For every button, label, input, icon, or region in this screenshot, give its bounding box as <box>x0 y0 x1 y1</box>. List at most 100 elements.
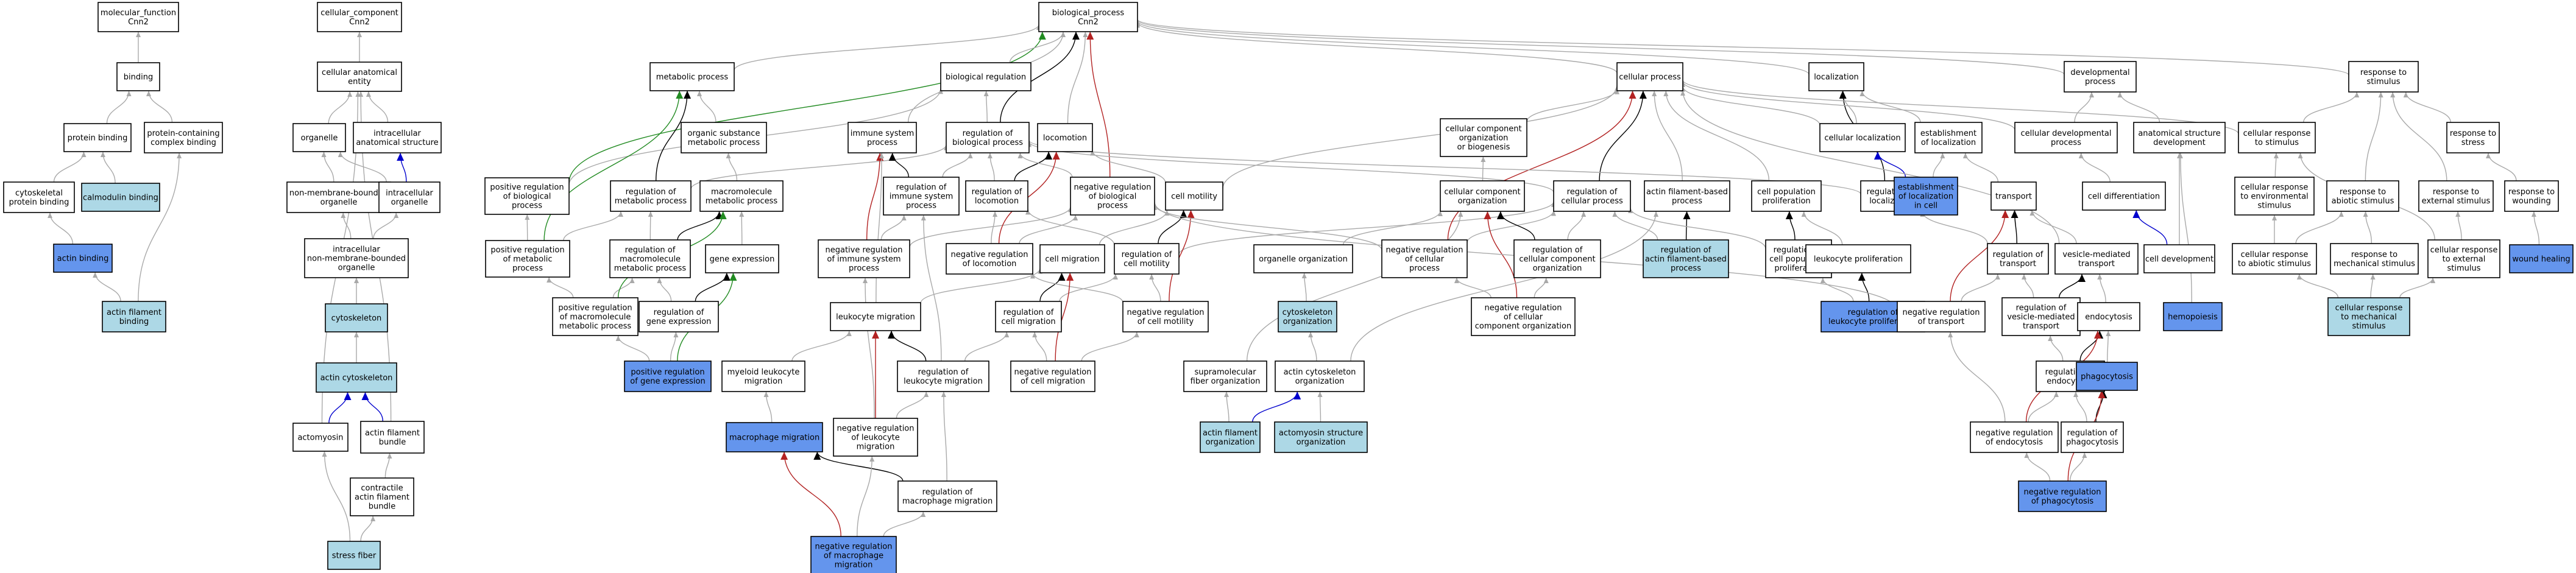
node-macrophmig[interactable]: macrophage migration <box>726 422 823 452</box>
node-biolreg[interactable]: biological regulation <box>940 62 1031 91</box>
node-cellmot[interactable]: cell motility <box>1165 181 1223 211</box>
node-hemopoiesis[interactable]: hemopoiesis <box>2163 302 2223 331</box>
node-inmbo[interactable]: intracellularnon-membrane-boundedorganel… <box>304 238 409 278</box>
node-actomyosin[interactable]: actomyosin <box>292 423 349 452</box>
node-organelle[interactable]: organelle <box>292 123 346 152</box>
node-protbind[interactable]: protein binding <box>63 123 132 152</box>
node-transport[interactable]: transport <box>1990 181 2037 211</box>
node-cellproc[interactable]: cellular process <box>1616 62 1683 91</box>
node-phagocytosis[interactable]: phagocytosis <box>2076 362 2138 391</box>
node-leukmig[interactable]: leukocyte migration <box>830 302 921 331</box>
node-celldev[interactable]: cell development <box>2143 244 2215 273</box>
node-celldiff[interactable]: cell differentiation <box>2082 181 2166 211</box>
node-binding[interactable]: binding <box>116 62 160 91</box>
node-cellmig[interactable]: cell migration <box>1039 244 1105 273</box>
node-stressfiber[interactable]: stress fiber <box>327 541 381 570</box>
node-endocytosis[interactable]: endocytosis <box>2077 302 2140 331</box>
node-actcytosk[interactable]: actin cytoskeleton <box>316 362 397 393</box>
node-woundheal[interactable]: wound healing <box>2509 244 2574 273</box>
node-localization[interactable]: localization <box>1808 62 1864 91</box>
node-cellloc[interactable]: cellular localization <box>1819 123 1906 152</box>
node-leukprolif[interactable]: leukocyte proliferation <box>1805 244 1911 273</box>
node-actinbind[interactable]: actin binding <box>53 244 113 273</box>
node-geneexp[interactable]: gene expression <box>705 244 779 273</box>
node-locomotion[interactable]: locomotion <box>1037 123 1093 152</box>
node-metproc[interactable]: metabolic process <box>649 62 735 91</box>
node-orgorg[interactable]: organelle organization <box>1253 244 1353 273</box>
